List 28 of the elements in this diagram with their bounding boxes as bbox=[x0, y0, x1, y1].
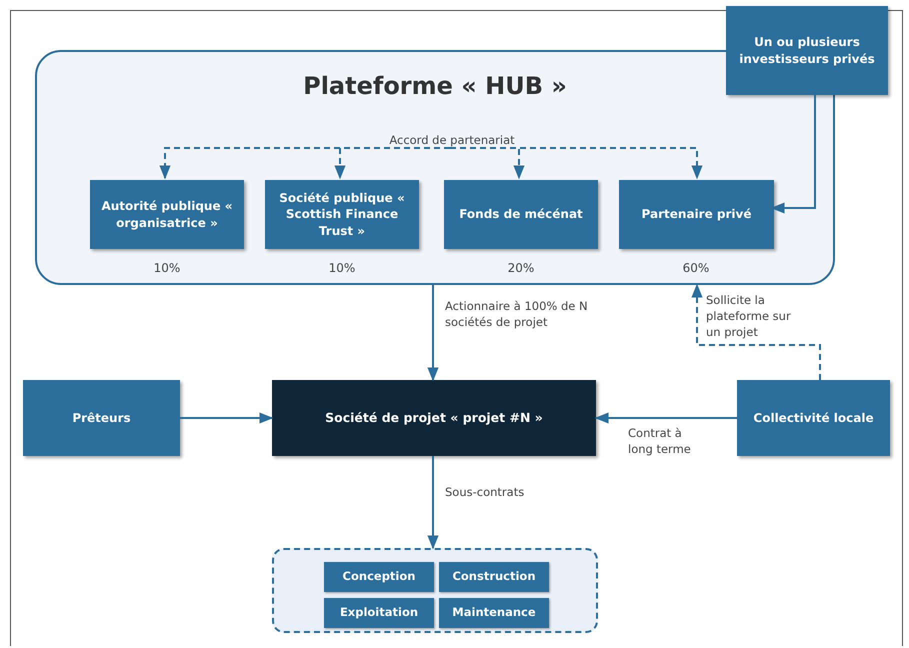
task-box: Exploitation bbox=[324, 598, 434, 628]
process-box: Collectivité locale bbox=[737, 380, 890, 456]
arrow bbox=[334, 147, 451, 180]
process-box: Partenaire privé bbox=[619, 180, 774, 249]
arrow bbox=[691, 284, 821, 380]
platform-title: Plateforme « HUB » bbox=[302, 71, 568, 102]
arrow bbox=[427, 285, 439, 382]
task-box: Conception bbox=[324, 562, 434, 592]
percentage-label: 10% bbox=[152, 260, 182, 276]
process-box: Autorité publique « organisatrice » bbox=[90, 180, 244, 249]
arrow bbox=[449, 147, 703, 180]
percentage-label: 60% bbox=[682, 260, 710, 276]
dashed-group-box bbox=[272, 548, 598, 633]
arrow bbox=[770, 95, 816, 214]
arrow bbox=[594, 412, 737, 424]
arrow bbox=[180, 412, 274, 424]
percentage-label: 10% bbox=[328, 260, 356, 276]
project-box: Société de projet « projet #N » bbox=[272, 380, 596, 456]
partnership-label: Accord de partenariat bbox=[372, 132, 532, 150]
percentage-label: 20% bbox=[506, 260, 536, 276]
platform-panel bbox=[35, 50, 835, 285]
arrow bbox=[427, 456, 439, 550]
process-box: Un ou plusieurs investisseurs privés bbox=[726, 6, 888, 95]
process-box: Société publique « Scottish Finance Trust » bbox=[265, 180, 419, 249]
process-box: Fonds de mécénat bbox=[444, 180, 598, 249]
task-box: Construction bbox=[439, 562, 549, 592]
process-box: Prêteurs bbox=[23, 380, 180, 456]
task-box: Maintenance bbox=[439, 598, 549, 628]
